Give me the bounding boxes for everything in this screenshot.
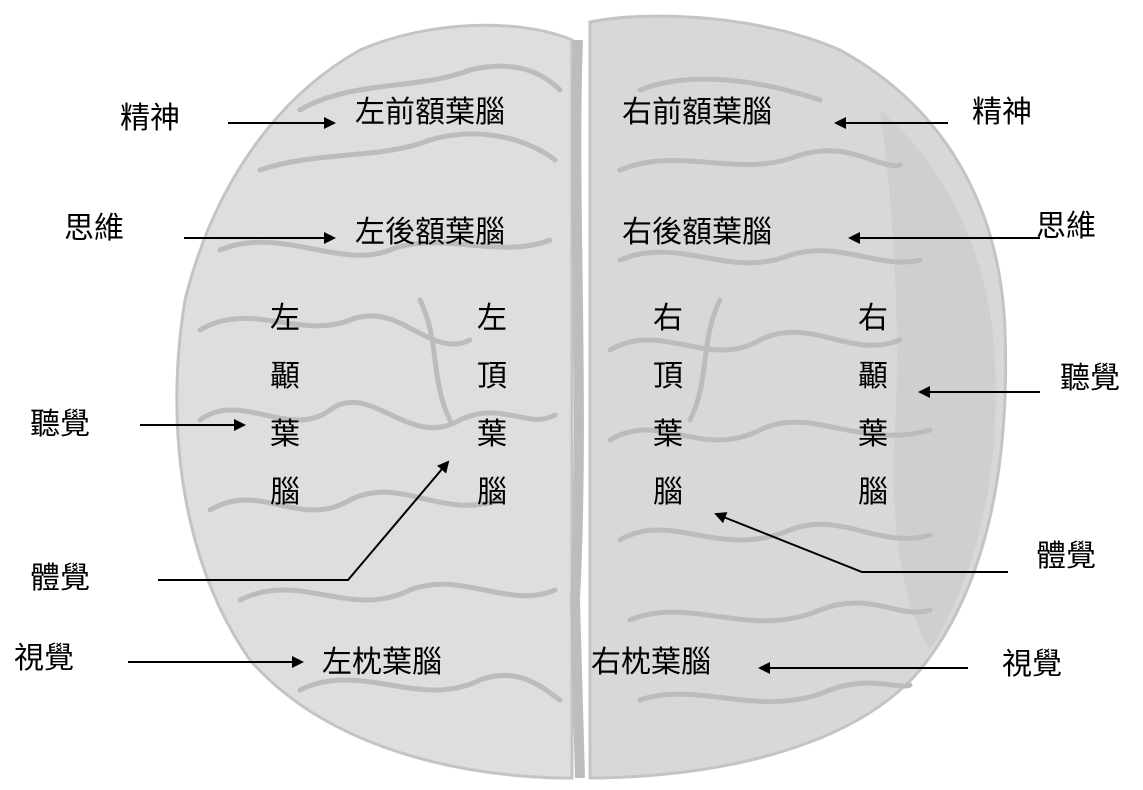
right-shading xyxy=(880,110,996,650)
right-temporal-label: 右顳葉腦 xyxy=(858,301,888,510)
left-vision-label: 視覺 xyxy=(14,641,74,676)
left-prefrontal-label: 左前額葉腦 xyxy=(355,95,505,130)
right-posterior-frontal-label: 右後額葉腦 xyxy=(622,215,772,250)
left-occipital-label: 左枕葉腦 xyxy=(322,645,442,680)
left-posterior-frontal-label: 左後額葉腦 xyxy=(355,215,505,250)
right-spirit-label: 精神 xyxy=(972,95,1032,130)
arrow-left-somatosensory xyxy=(158,460,450,581)
left-thinking-label: 思維 xyxy=(64,211,124,246)
left-parietal-label: 左頂葉腦 xyxy=(477,301,507,510)
longitudinal-fissure xyxy=(569,39,585,779)
left-somatosensory-label: 體覺 xyxy=(30,561,90,596)
right-hearing-label: 聽覺 xyxy=(1060,361,1120,396)
left-spirit-label: 精神 xyxy=(120,101,180,136)
right-prefrontal-label: 右前額葉腦 xyxy=(622,95,772,130)
left-hearing-label: 聽覺 xyxy=(30,407,90,442)
right-thinking-label: 思維 xyxy=(1036,209,1096,244)
arrows xyxy=(128,117,1040,674)
right-somatosensory-label: 體覺 xyxy=(1036,539,1096,574)
arrow-right-somatosensory xyxy=(714,512,1008,573)
gyri-texture xyxy=(197,63,933,705)
left-temporal-label: 左顳葉腦 xyxy=(270,301,300,510)
right-parietal-label: 右頂葉腦 xyxy=(653,301,683,510)
right-occipital-label: 右枕葉腦 xyxy=(591,645,711,680)
right-vision-label: 視覺 xyxy=(1002,647,1062,682)
